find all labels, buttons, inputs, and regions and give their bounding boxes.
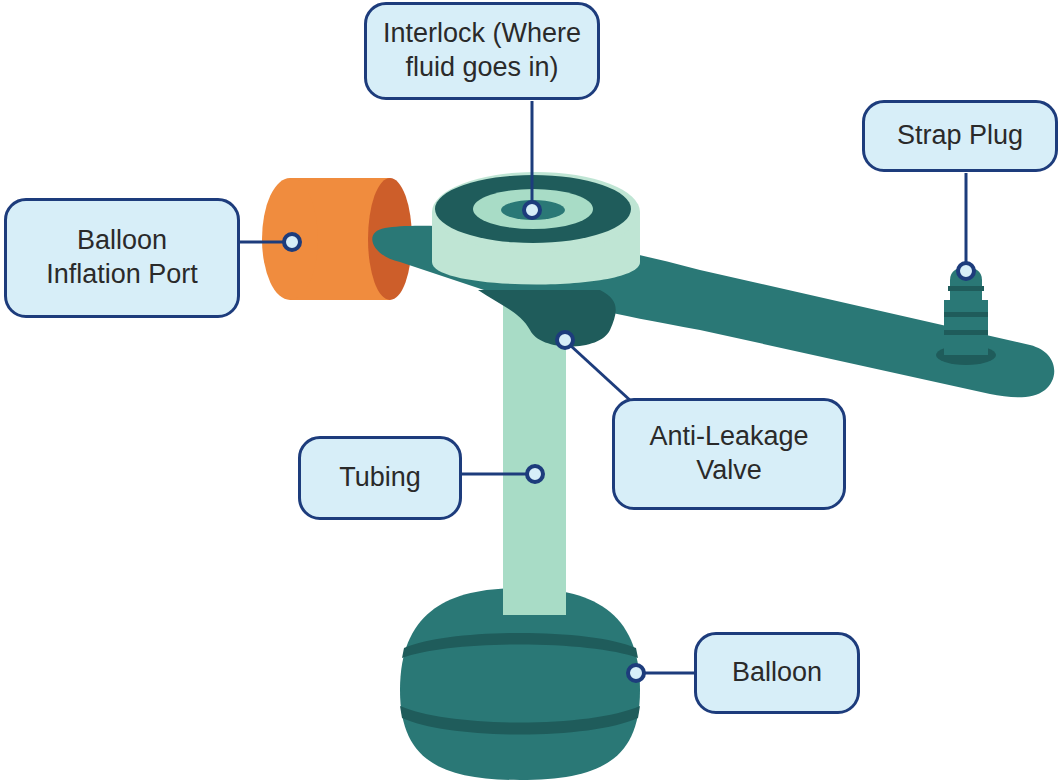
valve-part (478, 290, 616, 347)
part-label: Balloon Inflation Port (32, 224, 212, 292)
interlock-hub (432, 172, 640, 285)
callout-text-group: Strap Plug (897, 119, 1023, 153)
callout-box: Interlock (Where fluid goes in) (364, 2, 600, 100)
part-label: Strap Plug (897, 119, 1023, 153)
leader-lines (240, 101, 966, 673)
part-label: Tubing (339, 461, 421, 495)
callout-box: Balloon (694, 632, 860, 714)
callout-box: Strap Plug (862, 100, 1058, 172)
balloon-part (400, 588, 640, 780)
callout-box: Tubing (298, 436, 462, 520)
part-label: Anti-Leakage Valve (644, 420, 814, 488)
callout-box: Balloon Inflation Port (4, 198, 240, 318)
strap-plug-part (936, 267, 996, 366)
part-label: Interlock (Where fluid goes in) (382, 17, 582, 85)
callout-text-group: Interlock (Where fluid goes in) (382, 17, 582, 85)
callout-text-group: Tubing (339, 461, 421, 495)
callout-text-group: Balloon (732, 656, 822, 690)
callout-text-group: Anti-Leakage Valve (644, 420, 814, 488)
callout-text-group: Balloon Inflation Port (32, 224, 212, 292)
callout-box: Anti-Leakage Valve (612, 398, 846, 510)
leader-dots (284, 202, 974, 681)
part-label: Balloon (732, 656, 822, 690)
